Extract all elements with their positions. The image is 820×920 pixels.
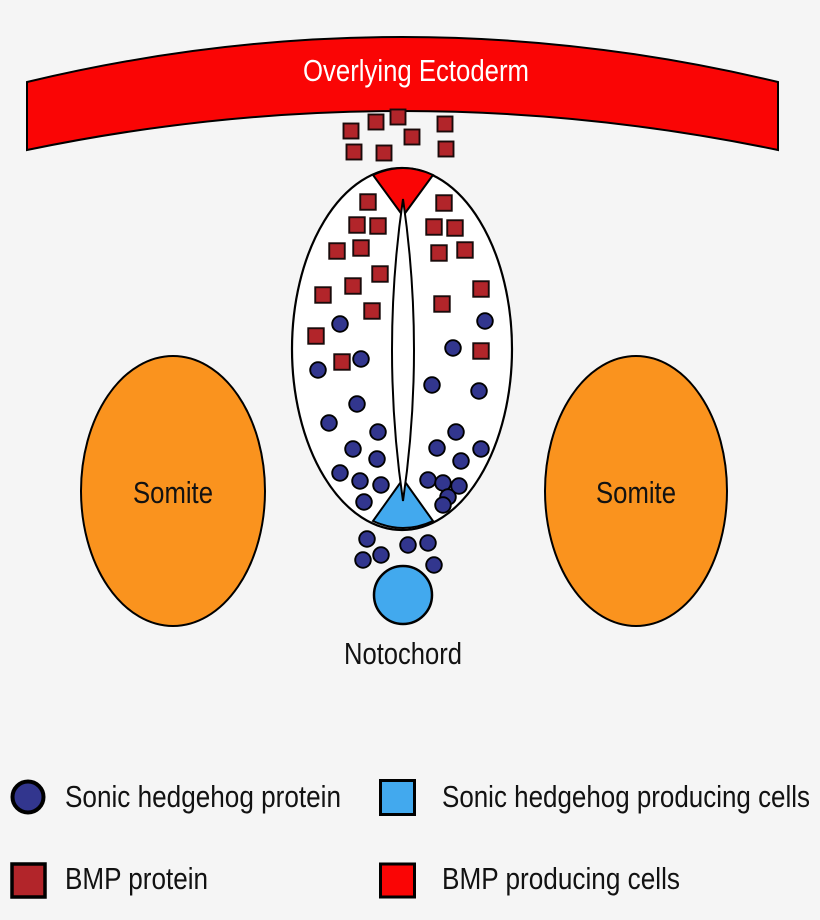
bmp-protein-square-icon	[425, 218, 443, 236]
notochord-circle	[372, 564, 434, 626]
shh-protein-circle-icon	[452, 452, 470, 470]
neural-tube-lumen	[391, 198, 415, 502]
shh-protein-circle-icon	[348, 395, 366, 413]
somite-right	[544, 355, 728, 627]
somite-right-label: Somite	[596, 475, 676, 510]
shh-protein-circle-icon	[352, 350, 370, 368]
shh-protein-circle-icon	[351, 472, 369, 490]
bmp-protein-square-icon	[389, 108, 407, 126]
shh-protein-circle-icon	[372, 546, 390, 564]
notochord-label: Notochord	[344, 636, 462, 671]
bmp-protein-square-icon	[328, 242, 346, 260]
bmp-protein-square-icon	[472, 280, 490, 298]
bmp-protein-square-icon	[371, 265, 389, 283]
shh-protein-circle-icon	[419, 471, 437, 489]
roof-plate-wedge	[371, 167, 435, 218]
bmp-protein-square-icon	[375, 144, 393, 162]
bmp-protein-square-icon	[359, 193, 377, 211]
shh-protein-circle-icon	[320, 414, 338, 432]
floor-plate-wedge	[371, 477, 435, 529]
bmp-protein-square-icon	[345, 143, 363, 161]
bmp-protein-square-icon	[367, 113, 385, 131]
bmp-gap-squares-group	[342, 108, 455, 162]
shh-protein-circle-icon	[476, 312, 494, 330]
bmp-protein-square-icon	[333, 353, 351, 371]
shh-protein-circle-icon	[450, 477, 468, 495]
ectoderm-band	[26, 36, 779, 152]
bmp-protein-square-icon	[348, 216, 366, 234]
shh-protein-circle-icon	[331, 464, 349, 482]
shh-protein-circle-icon	[372, 476, 390, 494]
bmp-protein-square-icon	[352, 239, 370, 257]
ectoderm-label: Overlying Ectoderm	[303, 53, 529, 88]
legend-shh-protein-label: Sonic hedgehog protein	[65, 779, 341, 814]
legend-bmp-cells-swatch-icon	[379, 862, 416, 899]
legend-bmp-protein-swatch-icon	[10, 862, 47, 899]
shh-protein-circle-icon	[355, 493, 373, 511]
shh-protein-circle-icon	[434, 496, 452, 514]
shh-protein-circle-icon	[419, 534, 437, 552]
bmp-protein-square-icon	[363, 302, 381, 320]
shh-protein-circle-icon	[425, 556, 443, 574]
somite-left-label: Somite	[133, 475, 213, 510]
bmp-protein-square-icon	[433, 295, 451, 313]
shh-protein-circle-icon	[368, 450, 386, 468]
legend-bmp-cells-label: BMP producing cells	[442, 861, 680, 896]
shh-below-circles-group	[354, 530, 443, 574]
shh-protein-circle-icon	[470, 382, 488, 400]
bmp-protein-square-icon	[344, 277, 362, 295]
shh-protein-circle-icon	[369, 423, 387, 441]
shh-protein-circle-icon	[344, 440, 362, 458]
shh-protein-circle-icon	[309, 361, 327, 379]
bmp-protein-square-icon	[430, 244, 448, 262]
shh-protein-circle-icon	[358, 530, 376, 548]
bmp-protein-square-icon	[342, 122, 360, 140]
shh-protein-circle-icon	[423, 376, 441, 394]
bmp-protein-square-icon	[437, 140, 455, 158]
bmp-protein-squares-group	[307, 193, 490, 371]
bmp-protein-square-icon	[307, 327, 325, 345]
legend: Sonic hedgehog protein Sonic hedgehog pr…	[10, 779, 810, 899]
shh-protein-circle-icon	[399, 536, 417, 554]
bmp-protein-square-icon	[472, 342, 490, 360]
bmp-protein-square-icon	[314, 286, 332, 304]
shh-protein-circle-icon	[447, 423, 465, 441]
legend-shh-cells-label: Sonic hedgehog producing cells	[442, 779, 810, 814]
bmp-protein-square-icon	[446, 219, 464, 237]
legend-shh-cells-swatch-icon	[379, 779, 416, 816]
bmp-protein-square-icon	[369, 217, 387, 235]
shh-protein-circle-icon	[428, 439, 446, 457]
shh-protein-circles-group	[309, 312, 494, 514]
somite-left	[80, 355, 266, 627]
bmp-protein-square-icon	[403, 128, 421, 146]
legend-bmp-protein-label: BMP protein	[65, 861, 208, 896]
legend-shh-protein-swatch-icon	[10, 779, 46, 815]
bmp-protein-square-icon	[436, 115, 454, 133]
shh-protein-circle-icon	[354, 551, 372, 569]
shh-protein-circle-icon	[331, 315, 349, 333]
shh-protein-circle-icon	[472, 440, 490, 458]
bmp-protein-square-icon	[435, 194, 453, 212]
shh-protein-circle-icon	[444, 339, 462, 357]
bmp-protein-square-icon	[456, 241, 474, 259]
